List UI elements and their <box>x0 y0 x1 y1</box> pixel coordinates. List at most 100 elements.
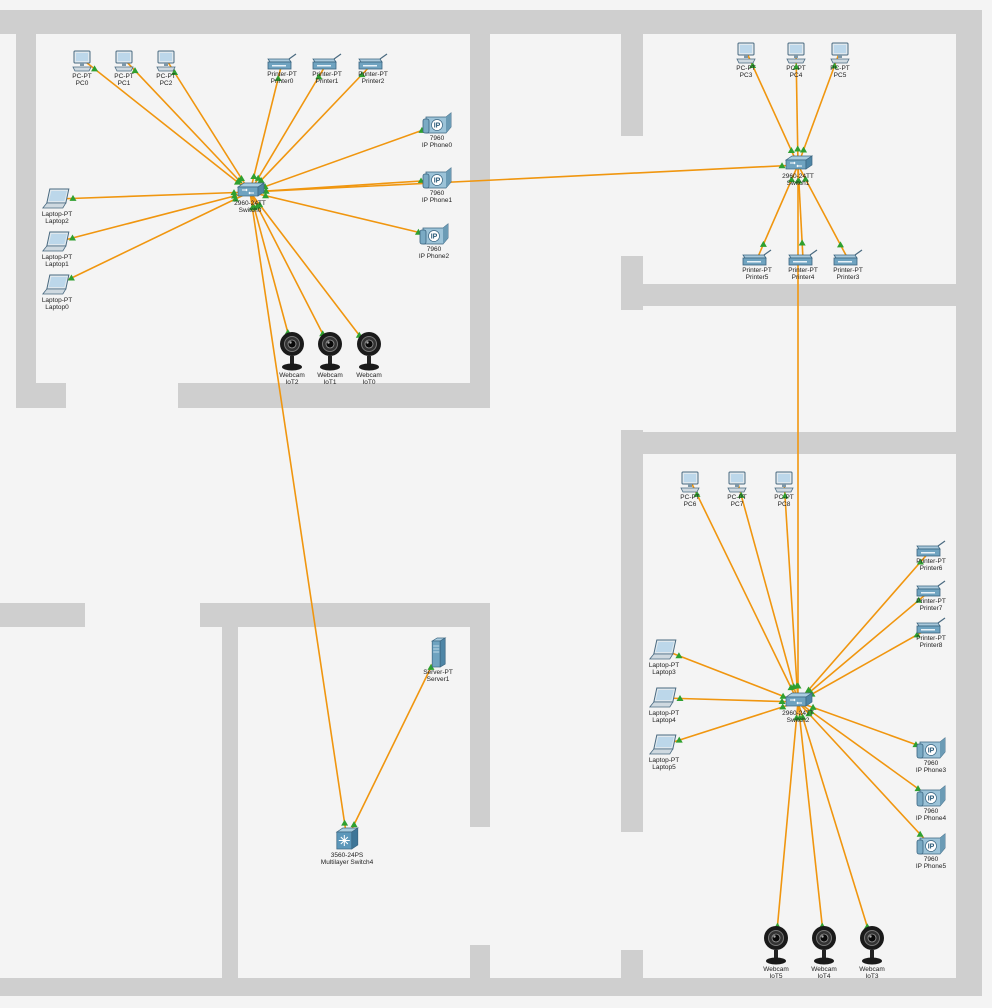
pc-icon <box>828 41 852 65</box>
cable-switch0-laptop2[interactable] <box>56 191 251 200</box>
cable-switch0-pc1[interactable] <box>123 58 251 193</box>
cable-switch0-pc2[interactable] <box>165 58 251 193</box>
cable-switch2-webcam4[interactable] <box>797 701 825 943</box>
link-light-icon <box>237 174 245 181</box>
device-model-label: Printer-PT <box>267 71 297 78</box>
cable-switch2-printer8[interactable] <box>797 626 932 703</box>
device-name-label: Laptop5 <box>652 764 676 771</box>
cable-switch2-phone4[interactable] <box>797 701 932 799</box>
link-light-icon <box>836 241 844 248</box>
pc-icon <box>734 41 758 65</box>
cable-switch2-pc6[interactable] <box>689 479 799 703</box>
cable-switch2-laptop3[interactable] <box>663 649 799 703</box>
cable-switch2-pc8[interactable] <box>783 479 799 703</box>
cable-switch2-laptop5[interactable] <box>663 701 799 746</box>
cable-switch2-webcam3[interactable] <box>797 701 873 943</box>
link-light-icon <box>913 631 921 638</box>
cable-switch0-printer1[interactable] <box>249 62 328 193</box>
link-light-icon <box>799 713 807 720</box>
device-model-label: Webcam <box>859 966 885 973</box>
cable-switch0-printer0[interactable] <box>249 62 283 193</box>
cable-switch2-pc7[interactable] <box>736 479 799 703</box>
cable-switch2-phone5[interactable] <box>797 701 932 847</box>
link-light-icon <box>256 201 264 208</box>
webcam-icon <box>811 924 837 966</box>
link-light-icon <box>230 189 238 196</box>
device-name-label: PC7 <box>730 501 744 508</box>
link-light-icon <box>262 192 270 199</box>
cable-switch2-phone3[interactable] <box>797 701 932 751</box>
cable-mls4-server1[interactable] <box>346 652 439 840</box>
cable-switch0-mls4[interactable] <box>249 191 348 840</box>
cable-switch2-webcam5[interactable] <box>775 701 799 943</box>
device-model-label: Webcam <box>763 966 789 973</box>
wall <box>621 950 643 990</box>
cable-switch0-laptop0[interactable] <box>56 191 251 286</box>
cable-switch0-switch1[interactable] <box>249 164 799 193</box>
cable-switch0-phone0[interactable] <box>249 124 438 193</box>
cable-switch0-printer2[interactable] <box>249 62 374 193</box>
cable-switch0-phone2[interactable] <box>249 191 435 237</box>
cable-switch2-laptop4[interactable] <box>663 697 799 703</box>
switch-icon <box>782 692 814 710</box>
webcam-icon <box>356 330 382 372</box>
cable-switch2-printer6[interactable] <box>797 549 932 703</box>
cable-switch1-pc3[interactable] <box>745 50 799 166</box>
cable-switch2-printer7[interactable] <box>797 589 932 703</box>
link-light-icon <box>749 62 757 69</box>
cable-switch0-laptop1[interactable] <box>56 191 251 243</box>
device-model-label: Webcam <box>811 966 837 973</box>
cable-switch0-pc0[interactable] <box>81 58 251 193</box>
link-light-icon <box>427 663 435 670</box>
cable-switch0-webcam0[interactable] <box>249 191 370 349</box>
cable-switch1-pc5[interactable] <box>797 50 841 166</box>
cable-switch0-webcam1[interactable] <box>249 191 331 349</box>
device-model-label: Laptop-PT <box>41 211 73 218</box>
link-light-icon <box>675 652 683 659</box>
cable-switch0-webcam2[interactable] <box>249 191 293 349</box>
